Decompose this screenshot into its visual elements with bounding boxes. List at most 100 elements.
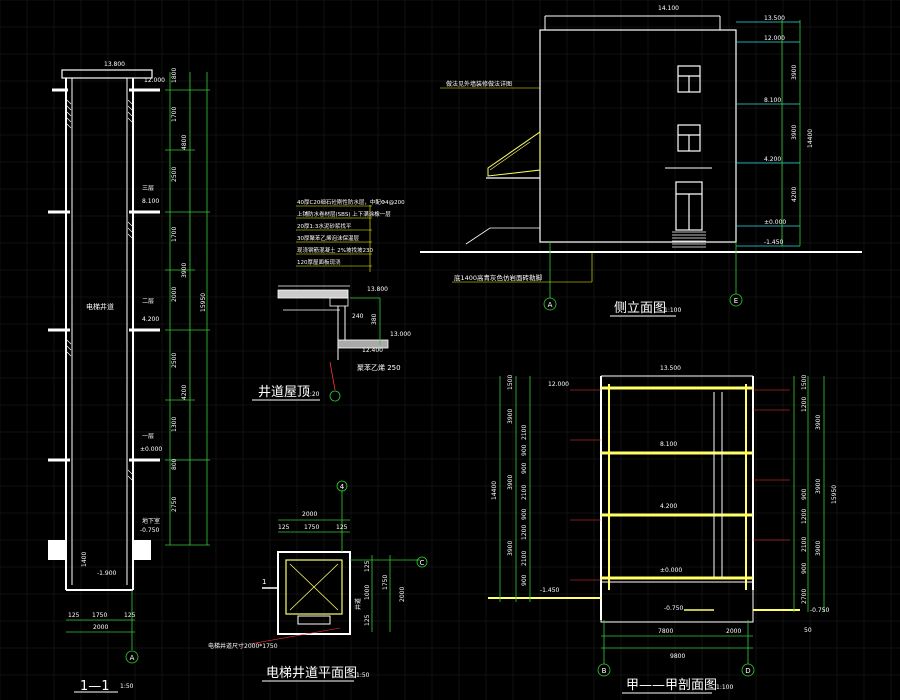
floor-label-1: 一层: [142, 433, 154, 440]
sec-level-8100: 8.100: [660, 441, 677, 448]
roof-slab: [277, 289, 349, 299]
section-slabs: [601, 386, 753, 580]
side-elevation-drawing: 做法见外墙装修做法详图 14.100 13.500 12.000 8.100 4…: [420, 5, 862, 317]
sec-level-0000: ±0.000: [660, 567, 682, 574]
roof-leader: [329, 361, 336, 391]
level-minus-0750: -0.750: [140, 527, 160, 534]
svg-text:2700: 2700: [801, 589, 808, 604]
elevation-level-lines: [736, 21, 800, 247]
plan-axis-4-label: 4: [340, 483, 345, 491]
svg-text:2100: 2100: [521, 425, 528, 440]
section-1-1-scale: 1:50: [120, 683, 134, 690]
level-8100: 8.100: [142, 198, 159, 205]
dim-15950: 15950: [200, 293, 207, 312]
sec-level-13500: 13.500: [660, 365, 681, 372]
dim-2750: 2750: [171, 497, 178, 512]
svg-text:3900: 3900: [507, 409, 514, 424]
roof-note-4: 30厚聚苯乙烯泡沫保温层: [297, 234, 359, 242]
svg-text:3900: 3900: [815, 479, 822, 494]
svg-text:900: 900: [801, 488, 808, 500]
dim-ticks: [165, 89, 210, 546]
floor-label-3: 三层: [142, 185, 154, 192]
elev-dim-4200: 4200: [791, 187, 798, 202]
svg-text:900: 900: [521, 462, 528, 474]
shaft-roof-scale: 1:20: [306, 391, 320, 398]
roof-note-6: 120厚屋面板现浇: [297, 258, 341, 266]
shaft-roof-detail: 40厚C20细石砼刚性防水层，中配Φ4@200 上铺防水卷材层(SBS) 上下满…: [252, 198, 411, 402]
dim-2000: 2000: [171, 287, 178, 302]
floor-label-basement: 地下室: [142, 517, 160, 525]
section-jia-drawing: B D 13.500 12.000 8.100 4.200 ±0.000 -1.…: [488, 365, 838, 694]
svg-text:2100: 2100: [521, 551, 528, 566]
level-4200: 4.200: [142, 316, 159, 323]
sec-side-mark: 50: [804, 627, 812, 634]
dim-pit-1400: 1400: [81, 552, 88, 567]
section-right-dim-text: 1500 1200 3900 3900 900 1200 2100 3900 9…: [801, 375, 838, 604]
right-dimension-text: 1800 1700 2500 1700 2000 2500 1300 800 2…: [171, 68, 207, 512]
shaft-plan-scale: 1:50: [356, 672, 370, 679]
elev-level-8100: 8.100: [764, 97, 781, 104]
plan-right-dim-1000: 1000: [364, 585, 371, 600]
elev-dim-14400: 14400: [807, 129, 814, 148]
elev-dim-3900a: 3900: [791, 65, 798, 80]
dim-2500b: 2500: [171, 353, 178, 368]
section-jia-title: 甲——甲剖面图: [626, 678, 717, 693]
elev-axis-e-bubble: [729, 293, 743, 307]
plan-car-diagonal-2: [289, 563, 339, 611]
roof-level-12400: 12.400: [362, 347, 383, 354]
sec-level-12000: 12.000: [548, 381, 569, 388]
axis-label-a-left: A: [130, 654, 135, 662]
svg-text:2100: 2100: [521, 485, 528, 500]
sec-level-minus-0750a: -0.750: [664, 605, 684, 612]
section-1-1-title: 1—1: [80, 679, 110, 694]
bottom-dim-1750: 1750: [92, 612, 107, 619]
plan-section-mark: 1: [262, 578, 266, 586]
dim-4800: 4800: [181, 135, 188, 150]
dim-1800: 1800: [171, 68, 178, 83]
roof-note-2: 上铺防水卷材层(SBS) 上下满涂橡一层: [297, 210, 391, 218]
plan-top-dim-125a: 125: [278, 524, 290, 531]
section-left-dim-text: 1500 3900 2100 900 3900 900 2100 900 390…: [491, 375, 528, 586]
plan-axis-c-label: C: [420, 559, 425, 567]
roof-side-note: 聚苯乙烯 250: [357, 363, 401, 372]
svg-text:3900: 3900: [507, 541, 514, 556]
entrance-steps: [672, 231, 706, 248]
plan-axis-4-bubble: [336, 480, 348, 492]
dim-4200: 4200: [181, 385, 188, 400]
svg-text:3900: 3900: [815, 541, 822, 556]
elev-level-14100: 14.100: [658, 5, 679, 12]
svg-text:900: 900: [521, 508, 528, 520]
left-ramp: [465, 227, 540, 245]
shaft-label: 电梯井道: [86, 302, 114, 311]
shaft-plan-drawing: 4 C 1 2000 125 1750 125 125 1000 1750 12…: [208, 480, 428, 682]
elev-level-12000: 12.000: [764, 35, 785, 42]
left-canopy-line: [489, 141, 531, 171]
bottom-dim-2000: 2000: [93, 624, 108, 631]
elevation-outline: [539, 29, 737, 243]
roof-detail-bubble: [329, 390, 341, 402]
elev-level-minus-1450: -1.450: [764, 239, 784, 246]
elev-level-4200: 4.200: [764, 156, 781, 163]
left-canopy: [487, 131, 541, 177]
sec-bottom-dim-7800: 7800: [658, 628, 673, 635]
dim-1700b: 1700: [171, 227, 178, 242]
svg-text:15950: 15950: [831, 485, 838, 504]
section-axis-d-label: D: [745, 667, 750, 675]
roof-note-3: 20厚1:3水泥砂浆找平: [297, 222, 352, 230]
shaft-roof-title: 井道屋顶: [258, 385, 310, 400]
svg-text:900: 900: [521, 574, 528, 586]
svg-text:14400: 14400: [491, 481, 498, 500]
level-0000: ±0.000: [140, 446, 162, 453]
lower-slab: [337, 339, 389, 349]
elev-axis-a-bubble: [543, 297, 557, 311]
elevation-leader-note: 做法见外墙装修做法详图: [446, 80, 512, 88]
roof-level-13000: 13.000: [390, 331, 411, 338]
wall-hatching: [66, 99, 133, 481]
plan-top-dim-125b: 125: [336, 524, 348, 531]
roof-note-1: 40厚C20细石砼刚性防水层，中配Φ4@200: [297, 198, 405, 206]
section-axis-b-bubble: [597, 663, 611, 677]
level-13800: 13.800: [104, 61, 125, 68]
section-1-1-drawing: A 电梯井道 三层 二层 一层 地下室 13.800 12.000 8.100 …: [48, 61, 210, 694]
section-red-marks: [570, 389, 790, 581]
